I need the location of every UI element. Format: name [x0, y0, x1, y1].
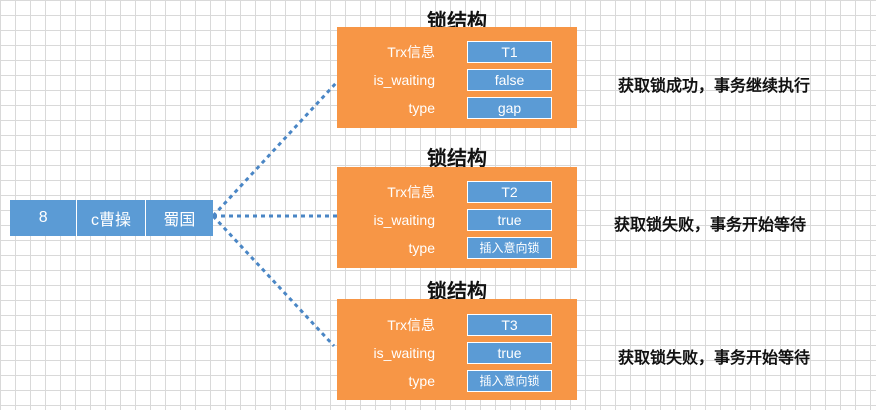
- record-row: 8 c曹操 蜀国: [10, 200, 213, 236]
- connector-line-1: [211, 80, 339, 218]
- lock-structure-1: Trx信息 T1 is_waiting false type gap: [337, 27, 577, 128]
- record-id: 8: [10, 200, 78, 236]
- lock-3-waiting-row: is_waiting true: [337, 342, 577, 364]
- lock-1-type-row: type gap: [337, 97, 577, 119]
- lock-3-outcome: 获取锁失败，事务开始等待: [618, 348, 811, 367]
- lock-1-type-label: type: [408, 100, 435, 116]
- lock-2-waiting-label: is_waiting: [373, 212, 435, 228]
- lock-2-trx-label: Trx信息: [387, 184, 435, 200]
- lock-2-type-row: type 插入意向锁: [337, 237, 577, 259]
- lock-3-type-value: 插入意向锁: [467, 370, 552, 392]
- lock-2-outcome: 获取锁失败，事务开始等待: [614, 215, 807, 234]
- lock-3-waiting-label: is_waiting: [373, 345, 435, 361]
- lock-3-trx-label: Trx信息: [387, 317, 435, 333]
- lock-2-waiting-row: is_waiting true: [337, 209, 577, 231]
- record-name: c曹操: [77, 200, 146, 236]
- lock-1-waiting-row: is_waiting false: [337, 69, 577, 91]
- lock-2-trx-row: Trx信息 T2: [337, 181, 577, 203]
- lock-1-trx-label: Trx信息: [387, 44, 435, 60]
- lock-structure-3: Trx信息 T3 is_waiting true type 插入意向锁: [337, 299, 577, 400]
- lock-1-trx-row: Trx信息 T1: [337, 41, 577, 63]
- lock-structure-2: Trx信息 T2 is_waiting true type 插入意向锁: [337, 167, 577, 268]
- lock-2-type-value: 插入意向锁: [467, 237, 552, 259]
- lock-2-trx-value: T2: [467, 181, 552, 203]
- lock-1-outcome: 获取锁成功，事务继续执行: [618, 76, 811, 95]
- connector-line-3: [211, 214, 336, 348]
- lock-3-waiting-value: true: [467, 342, 552, 364]
- lock-3-type-label: type: [408, 373, 435, 389]
- lock-title-2: 锁结构: [427, 146, 487, 170]
- lock-3-type-row: type 插入意向锁: [337, 370, 577, 392]
- lock-1-waiting-label: is_waiting: [373, 72, 435, 88]
- lock-3-trx-value: T3: [467, 314, 552, 336]
- lock-1-trx-value: T1: [467, 41, 552, 63]
- lock-3-trx-row: Trx信息 T3: [337, 314, 577, 336]
- lock-1-type-value: gap: [467, 97, 552, 119]
- record-country: 蜀国: [163, 212, 196, 229]
- lock-2-waiting-value: true: [467, 209, 552, 231]
- lock-2-type-label: type: [408, 240, 435, 256]
- lock-1-waiting-value: false: [467, 69, 552, 91]
